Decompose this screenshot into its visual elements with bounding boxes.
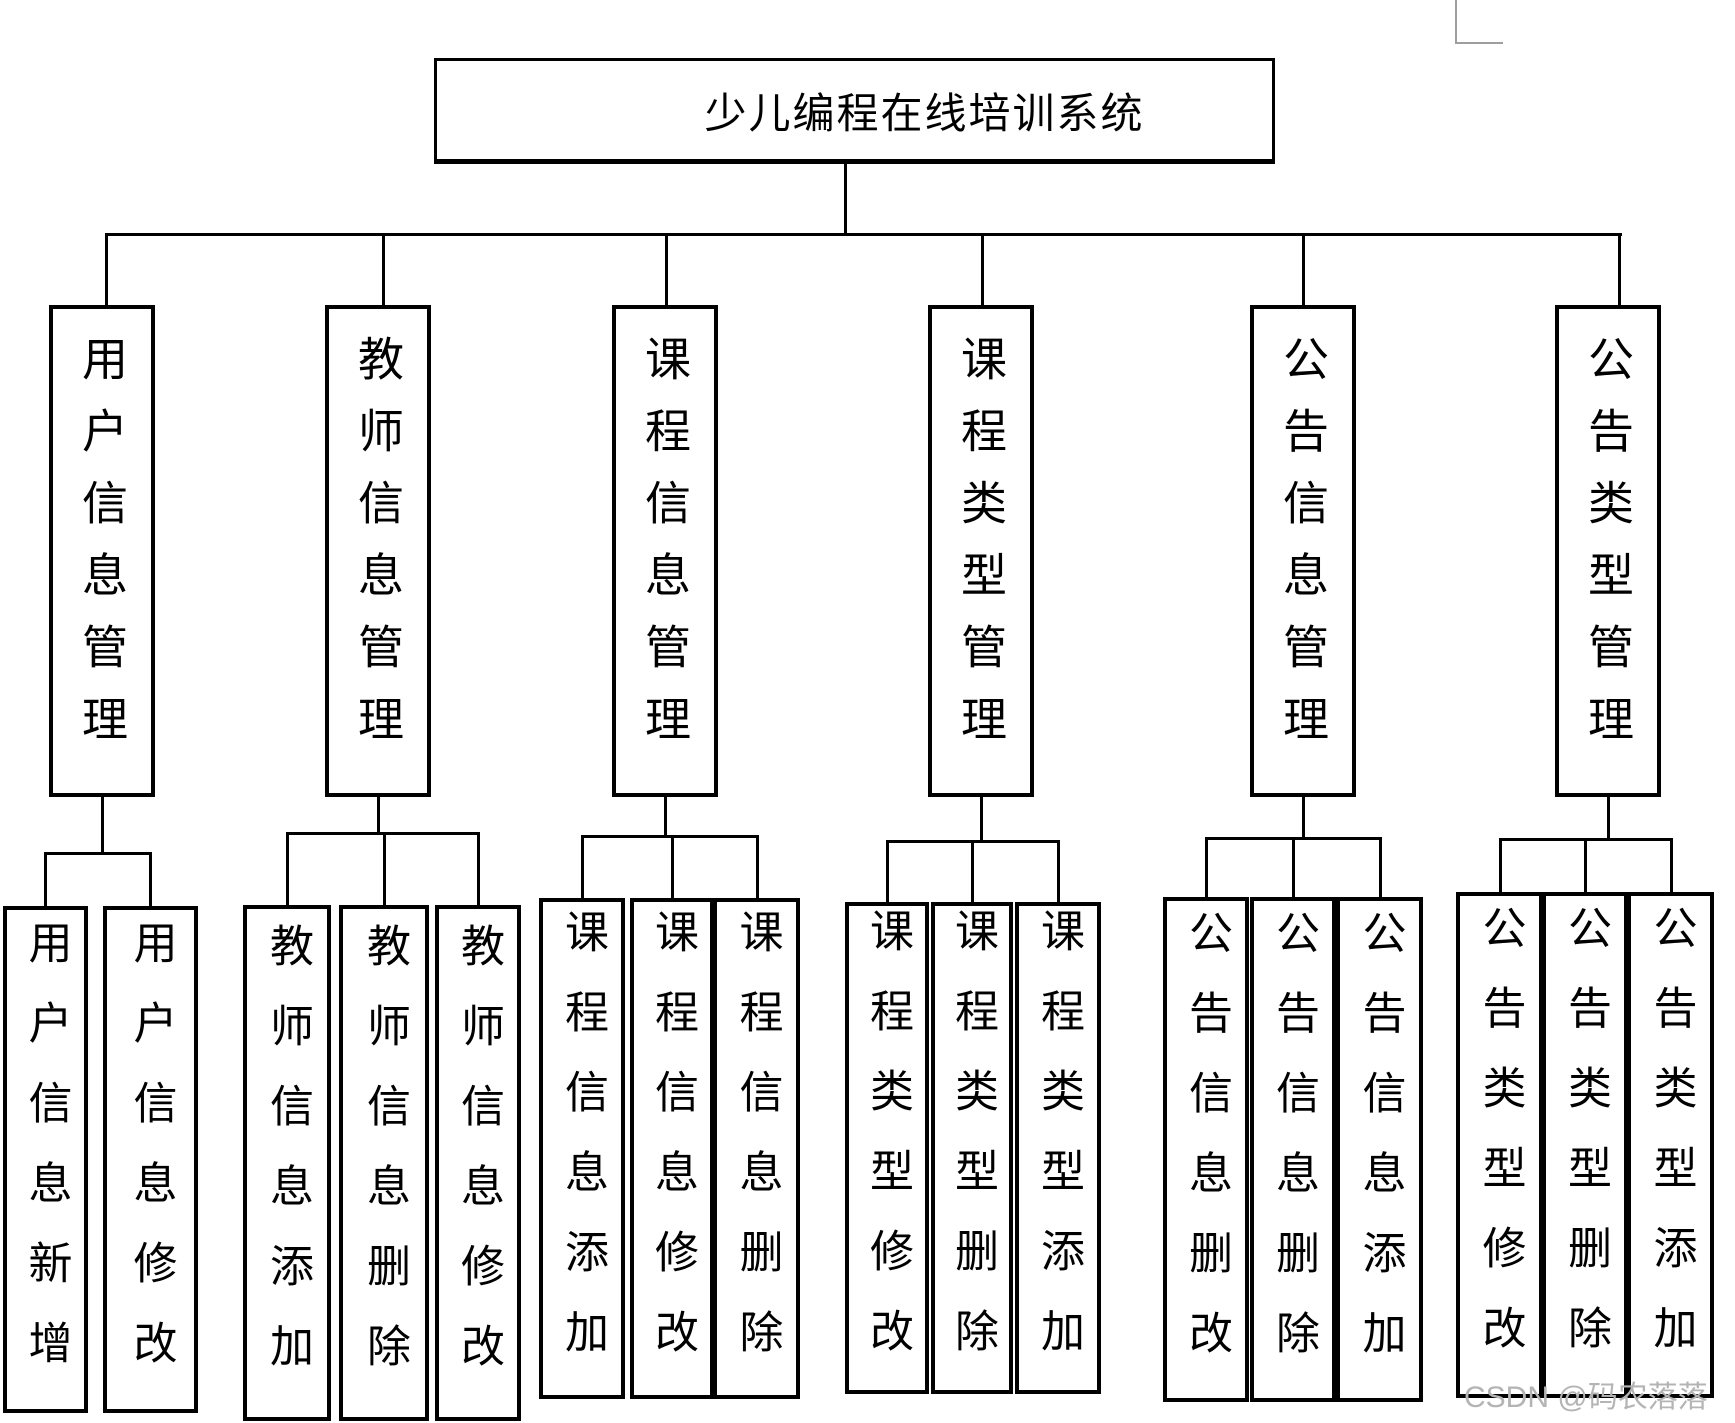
- branch-node-label: 课程类型管理: [954, 335, 1008, 767]
- connector-g2-drop-3: [477, 832, 480, 907]
- leaf-node-notice-type-add: 公告类型添加: [1627, 892, 1714, 1398]
- connector-g6-stub: [1607, 795, 1610, 841]
- leaf-node-label: 课程类型删除: [947, 908, 998, 1388]
- leaf-node-teacher-info-edit: 教师信息修改: [435, 905, 521, 1421]
- leaf-node-notice-info-delete: 公告信息删除: [1250, 897, 1336, 1402]
- branch-node-label: 用户信息管理: [75, 335, 129, 767]
- leaf-node-label: 公告类型修改: [1474, 905, 1526, 1385]
- leaf-node-label: 教师信息添加: [262, 923, 313, 1403]
- connector-g5-drop-3: [1379, 837, 1382, 899]
- leaf-node-label: 课程类型修改: [862, 908, 913, 1388]
- connector-g3-stub: [664, 795, 667, 838]
- leaf-node-label: 公告信息删除: [1268, 909, 1319, 1390]
- branch-node-notice-type-management: 公告类型管理: [1555, 305, 1661, 797]
- connector-g5-stub: [1302, 795, 1305, 840]
- leaf-node-teacher-info-delete: 教师信息删除: [339, 905, 429, 1421]
- connector-g6-drop-1: [1499, 838, 1502, 894]
- connector-g4-drop-3: [1057, 840, 1060, 904]
- leaf-node-label: 课程信息删除: [731, 908, 783, 1389]
- leaf-node-label: 教师信息删除: [359, 923, 410, 1403]
- connector-g6-drop-2: [1584, 838, 1587, 894]
- leaf-node-notice-type-edit: 公告类型修改: [1456, 892, 1543, 1398]
- connector-g4-stub: [980, 795, 983, 843]
- watermark: CSDN @码农落落: [1464, 1381, 1708, 1414]
- branch-node-course-type-management: 课程类型管理: [928, 305, 1034, 797]
- leaf-node-label: 教师信息修改: [453, 923, 504, 1403]
- page-corner-artifact: [1455, 0, 1503, 44]
- leaf-node-label: 公告类型删除: [1560, 905, 1611, 1385]
- connector-g1-bracket: [44, 852, 152, 855]
- connector-g2-drop-2: [383, 832, 386, 907]
- connector-g4-drop-1: [886, 840, 889, 904]
- connector-g1-drop-2: [149, 852, 152, 908]
- connector-drop-1: [105, 233, 108, 308]
- connector-g1-stub: [101, 795, 104, 855]
- leaf-node-label: 公告信息删改: [1181, 909, 1232, 1390]
- branch-node-label: 教师信息管理: [351, 335, 405, 767]
- leaf-node-notice-type-delete: 公告类型删除: [1542, 892, 1628, 1398]
- connector-g3-drop-3: [756, 835, 759, 900]
- connector-g5-drop-1: [1205, 837, 1208, 899]
- connector-g6-drop-3: [1670, 838, 1673, 894]
- connector-drop-5: [1302, 233, 1305, 308]
- connector-drop-4: [981, 233, 984, 308]
- leaf-node-label: 公告信息添加: [1354, 909, 1406, 1390]
- connector-g5-drop-2: [1292, 837, 1295, 899]
- connector-g2-drop-1: [286, 832, 289, 907]
- leaf-node-course-info-add: 课程信息添加: [539, 898, 625, 1399]
- leaf-node-label: 用户信息修改: [125, 919, 177, 1400]
- root-node-label: 少儿编程在线培训系统: [704, 88, 1145, 138]
- connector-root-stub: [844, 164, 847, 234]
- leaf-node-notice-info-delete-edit: 公告信息删改: [1163, 897, 1249, 1402]
- connector-drop-6: [1618, 233, 1621, 308]
- connector-drop-3: [665, 233, 668, 308]
- leaf-node-user-info-edit: 用户信息修改: [103, 906, 198, 1413]
- leaf-node-course-info-edit: 课程信息修改: [630, 898, 714, 1399]
- branch-node-notice-info-management: 公告信息管理: [1250, 305, 1356, 797]
- leaf-node-label: 课程信息修改: [647, 908, 698, 1389]
- branch-node-label: 课程信息管理: [638, 335, 692, 767]
- connector-g3-drop-1: [581, 835, 584, 900]
- leaf-node-notice-info-add: 公告信息添加: [1336, 897, 1423, 1402]
- leaf-node-course-info-delete: 课程信息删除: [713, 898, 800, 1399]
- connector-g2-stub: [377, 795, 380, 835]
- branch-node-teacher-info-management: 教师信息管理: [325, 305, 431, 797]
- branch-node-label: 公告类型管理: [1581, 335, 1635, 767]
- root-node: 少儿编程在线培训系统: [434, 58, 1275, 164]
- leaf-node-course-type-add: 课程类型添加: [1015, 902, 1101, 1394]
- branch-node-course-info-management: 课程信息管理: [612, 305, 718, 797]
- connector-drop-2: [382, 233, 385, 308]
- leaf-node-user-info-add: 用户信息新增: [3, 906, 88, 1413]
- connector-main-bus: [106, 233, 1622, 236]
- leaf-node-label: 课程类型添加: [1033, 908, 1084, 1388]
- leaf-node-course-type-edit: 课程类型修改: [845, 902, 929, 1394]
- leaf-node-label: 公告类型添加: [1645, 905, 1697, 1385]
- leaf-node-course-type-delete: 课程类型删除: [931, 902, 1013, 1394]
- connector-g3-drop-2: [671, 835, 674, 900]
- branch-node-label: 公告信息管理: [1276, 335, 1330, 767]
- leaf-node-label: 用户信息新增: [20, 919, 72, 1400]
- connector-g1-drop-1: [44, 852, 47, 908]
- connector-g3-bracket: [581, 835, 759, 838]
- leaf-node-label: 课程信息添加: [557, 908, 608, 1389]
- connector-g4-drop-2: [971, 840, 974, 904]
- branch-node-user-info-management: 用户信息管理: [49, 305, 155, 797]
- leaf-node-teacher-info-add: 教师信息添加: [243, 905, 331, 1421]
